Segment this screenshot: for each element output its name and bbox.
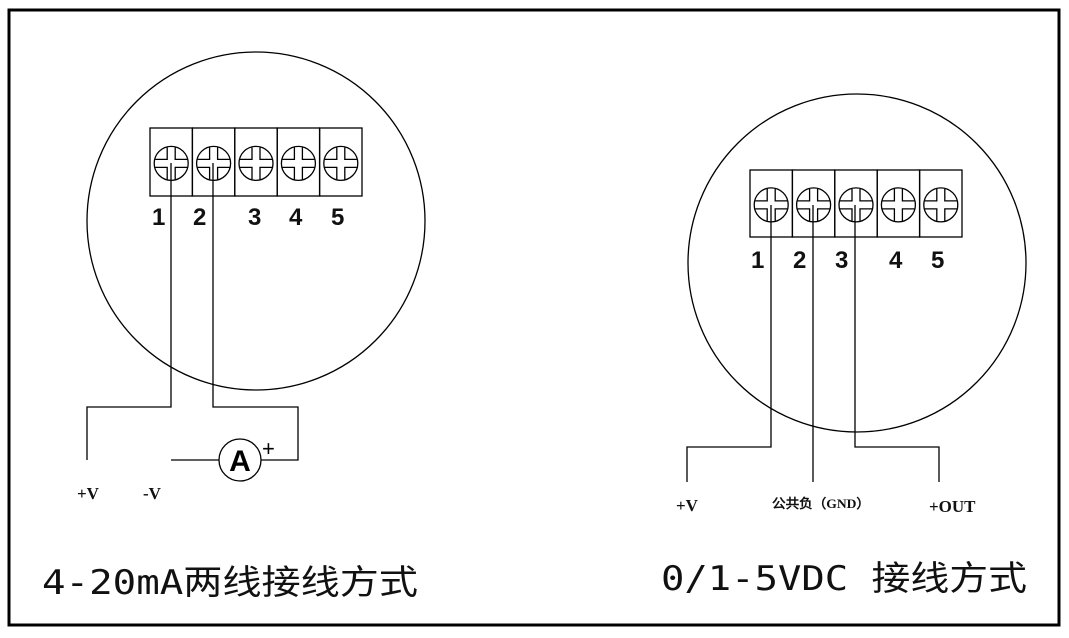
- right-title: 0/1-5VDC 接线方式: [661, 559, 1027, 599]
- label-positive-v: +V: [77, 484, 100, 503]
- terminal-block: [749, 169, 963, 238]
- left-title: 4-20mA两线接线方式: [42, 563, 418, 603]
- terminal-number: 2: [793, 247, 806, 274]
- terminal-cell: [876, 169, 921, 238]
- screw-icon: [923, 187, 959, 223]
- terminal-number: 1: [751, 247, 764, 274]
- screw-icon: [238, 145, 274, 182]
- wire-positive: [686, 205, 772, 482]
- ammeter-symbol: A: [229, 445, 251, 478]
- terminal-cell: [834, 169, 878, 238]
- terminal-number: 3: [248, 204, 261, 231]
- screw-icon: [838, 187, 874, 223]
- terminal-number: 1: [152, 204, 165, 231]
- screw-icon: [280, 145, 317, 182]
- right-wiring-diagram: 1 2 3 4 5 +V 公共负（GND） +OUT 0/1-5VDC 接线方式: [661, 93, 1027, 599]
- terminal-number: 5: [331, 204, 344, 231]
- terminal-number: 2: [193, 204, 206, 231]
- wire-positive: [86, 163, 172, 460]
- terminal-number: 3: [835, 247, 848, 274]
- terminal-cell: [318, 127, 363, 197]
- ammeter-icon: [218, 438, 262, 482]
- terminal-cell: [234, 127, 278, 197]
- ammeter-polarity: +: [262, 436, 275, 461]
- label-positive-v: +V: [676, 496, 699, 515]
- wire-signal: [212, 163, 299, 461]
- screw-icon: [880, 187, 917, 223]
- label-negative-v: -V: [143, 484, 162, 503]
- terminal-cell: [276, 127, 321, 197]
- housing-circle: [687, 93, 1027, 433]
- terminal-block: [149, 127, 363, 197]
- label-gnd: 公共负（GND）: [772, 496, 870, 511]
- frame-border: [7, 8, 1061, 627]
- terminal-number: 4: [889, 247, 903, 274]
- wire-output: [854, 205, 940, 482]
- terminal-number: 5: [931, 247, 944, 274]
- housing-circle: [86, 51, 426, 391]
- terminal-cell: [918, 169, 963, 238]
- label-output: +OUT: [929, 497, 976, 516]
- screw-icon: [323, 145, 359, 182]
- left-wiring-diagram: 1 2 3 4 5 A + +V -V 4-20mA两线接线方式: [42, 51, 426, 603]
- terminal-number: 4: [289, 204, 303, 231]
